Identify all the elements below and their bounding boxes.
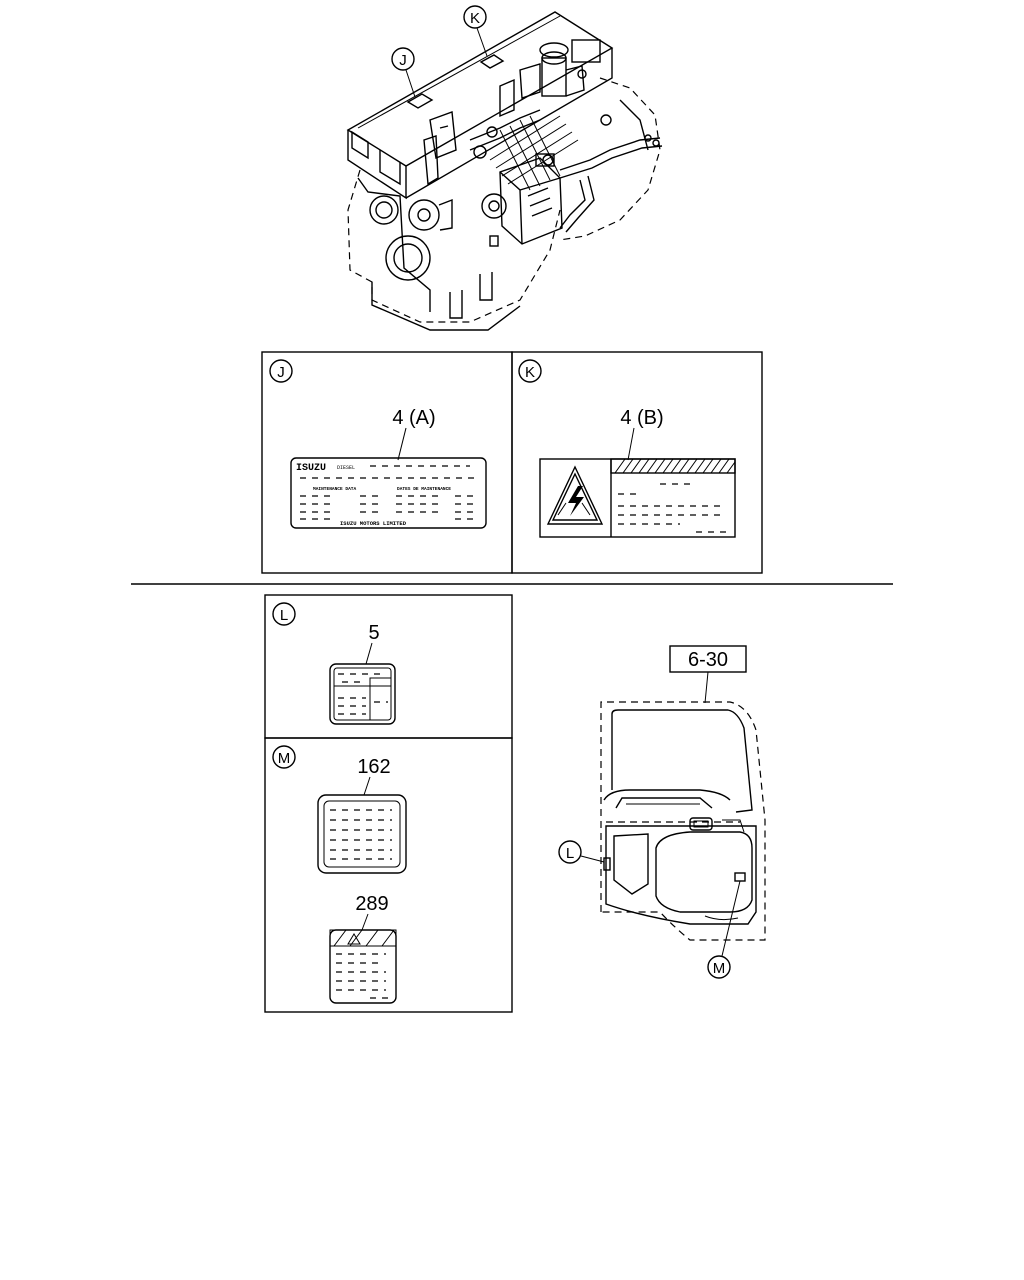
decal-brand: ISUZU	[296, 463, 326, 474]
callout-k: K	[470, 10, 480, 27]
decal-162	[317, 794, 407, 874]
callout-j: J	[399, 52, 407, 69]
reference-6-30: 6-30	[688, 649, 728, 671]
part-number-289: 289	[355, 893, 388, 915]
decal-footer: ISUZU MOTORS LIMITED	[340, 520, 407, 527]
callout-j-circle	[391, 47, 415, 71]
door-illustration: 6-30	[600, 645, 766, 941]
decal-heading-right: DATES DE MAINTENANCE	[397, 486, 451, 492]
engine-illustration	[346, 11, 663, 331]
panel-k-callout: K	[525, 364, 535, 381]
part-number-4b: 4 (B)	[620, 407, 663, 429]
high-voltage-warning-icon	[546, 465, 604, 525]
warning-text-lines	[618, 483, 728, 533]
part-number-5: 5	[368, 622, 379, 644]
panel-m: M 162 289	[264, 737, 513, 1013]
door-label-m-spot	[734, 872, 746, 882]
maintenance-data-decal	[290, 457, 487, 529]
high-voltage-decal	[539, 458, 736, 538]
part-number-162: 162	[357, 756, 390, 778]
small-decal-5	[329, 663, 396, 725]
decal-heading-left: MAINTENANCE DATA	[313, 486, 357, 492]
panel-j: J 4 (A) ISUZU DIESEL MAINTENANCE DATA DA…	[261, 351, 513, 574]
panel-j-callout: J	[277, 364, 285, 381]
door-callout-m: M	[713, 960, 726, 977]
panel-m-callout: M	[278, 750, 291, 767]
door-callout-l-circle	[558, 840, 582, 864]
door-callout-m-circle	[707, 955, 731, 979]
decal-text-lines	[300, 465, 480, 520]
part-number-4a: 4 (A)	[392, 407, 435, 429]
callout-k-circle	[463, 5, 487, 29]
door-callout-l: L	[566, 845, 574, 862]
door-label-l-spot	[603, 857, 611, 871]
panel-l-callout: L	[280, 607, 288, 624]
decal-brand-sub: DIESEL	[337, 465, 355, 471]
panel-l: L 5	[264, 594, 513, 739]
panel-k: K 4 (B)	[511, 351, 763, 574]
hatch-band	[614, 458, 736, 474]
